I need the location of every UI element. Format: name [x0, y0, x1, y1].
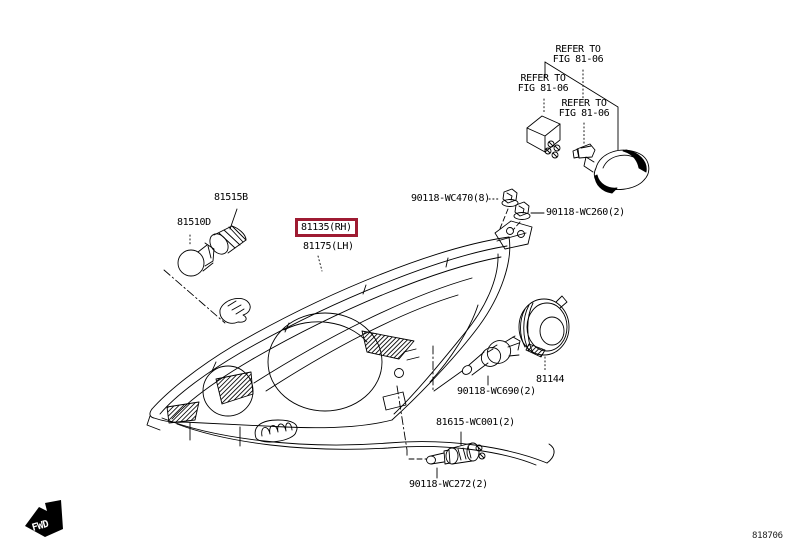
bolt-wc470-drawing	[501, 188, 519, 207]
side-marker-lamp-drawing	[583, 149, 650, 194]
socket-81515B-drawing	[209, 225, 247, 255]
refer-note-mid: REFER TO FIG 81-06	[558, 98, 610, 119]
callout-81515B[interactable]: 81515B	[214, 192, 248, 203]
cap-81144-drawing	[518, 295, 570, 358]
halogen-bulb-drawing	[461, 335, 521, 376]
bulb-81510D-drawing	[177, 242, 215, 277]
callout-81510D[interactable]: 81510D	[177, 217, 211, 228]
callout-90118-wc690[interactable]: 90118-WC690(2)	[457, 386, 536, 397]
figure-code: 818706	[752, 531, 783, 541]
callout-81144[interactable]: 81144	[536, 374, 565, 385]
headlamp-assembly-drawing	[146, 220, 555, 466]
connector-drawing	[526, 115, 561, 159]
selected-part-highlight-box[interactable]: 81135(RH)	[295, 218, 358, 237]
wedge-bulb-small-drawing	[572, 143, 596, 159]
callout-81135-rh[interactable]: 81135(RH)	[301, 222, 352, 233]
callout-90118-wc470[interactable]: 90118-WC470(8)	[411, 193, 490, 204]
refer-note-top: REFER TO FIG 81-06	[552, 44, 604, 65]
fwd-arrow-label: FWD	[31, 519, 50, 534]
callout-90118-wc260[interactable]: 90118-WC260(2)	[546, 207, 625, 218]
socket-wc001-drawing	[445, 442, 486, 465]
callout-90118-wc272[interactable]: 90118-WC272(2)	[409, 479, 488, 490]
wedge-bulb-wc272-drawing	[426, 449, 451, 465]
callout-81615-wc001[interactable]: 81615-WC001(2)	[436, 417, 515, 428]
refer-note-left: REFER TO FIG 81-06	[517, 73, 569, 94]
callout-81175-lh[interactable]: 81175(LH)	[303, 241, 354, 252]
bolt-wc260-drawing	[513, 201, 531, 220]
fwd-arrow-icon: FWD	[25, 500, 63, 537]
